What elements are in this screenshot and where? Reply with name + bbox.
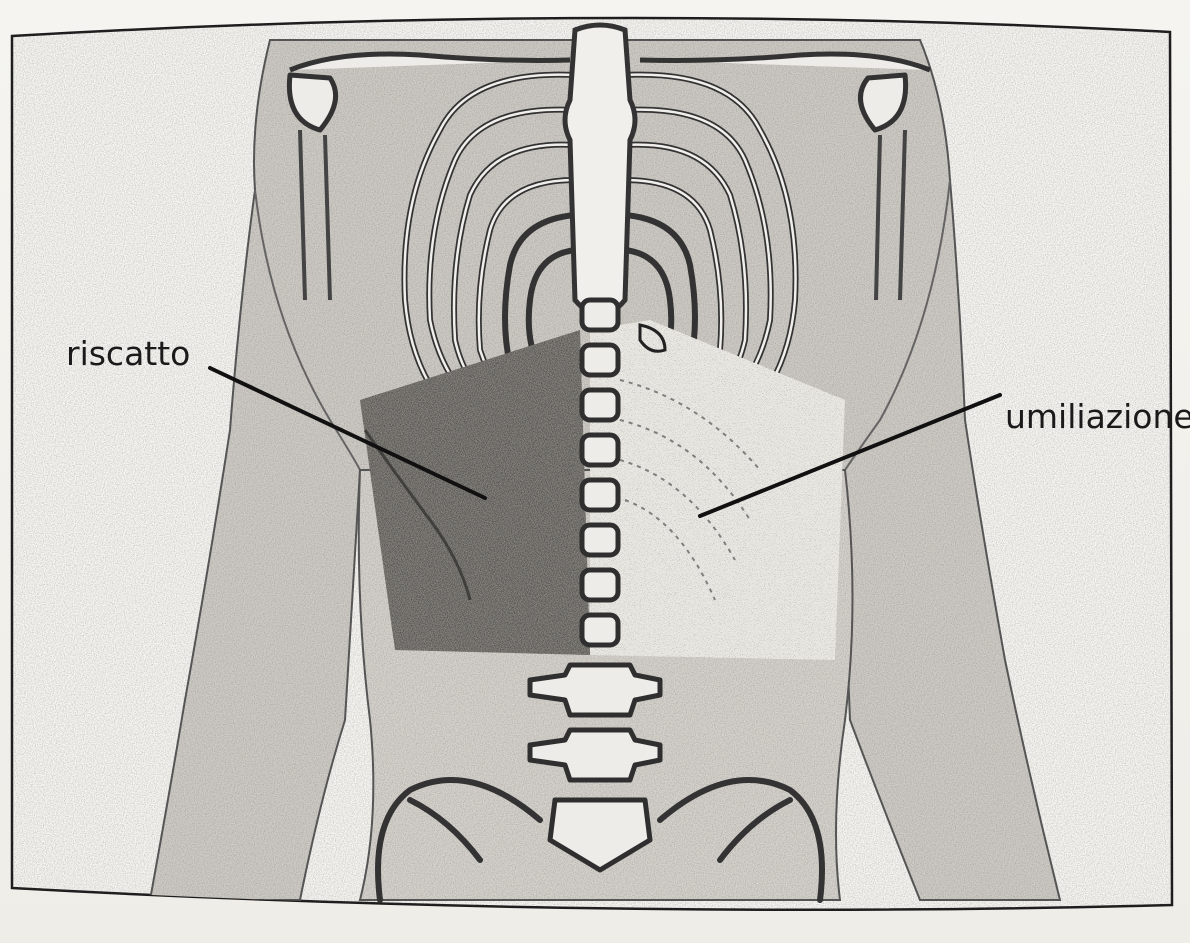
label-umiliazione: umiliazione xyxy=(1005,397,1190,436)
sternum xyxy=(565,25,635,315)
label-riscatto: riscatto xyxy=(66,334,190,373)
